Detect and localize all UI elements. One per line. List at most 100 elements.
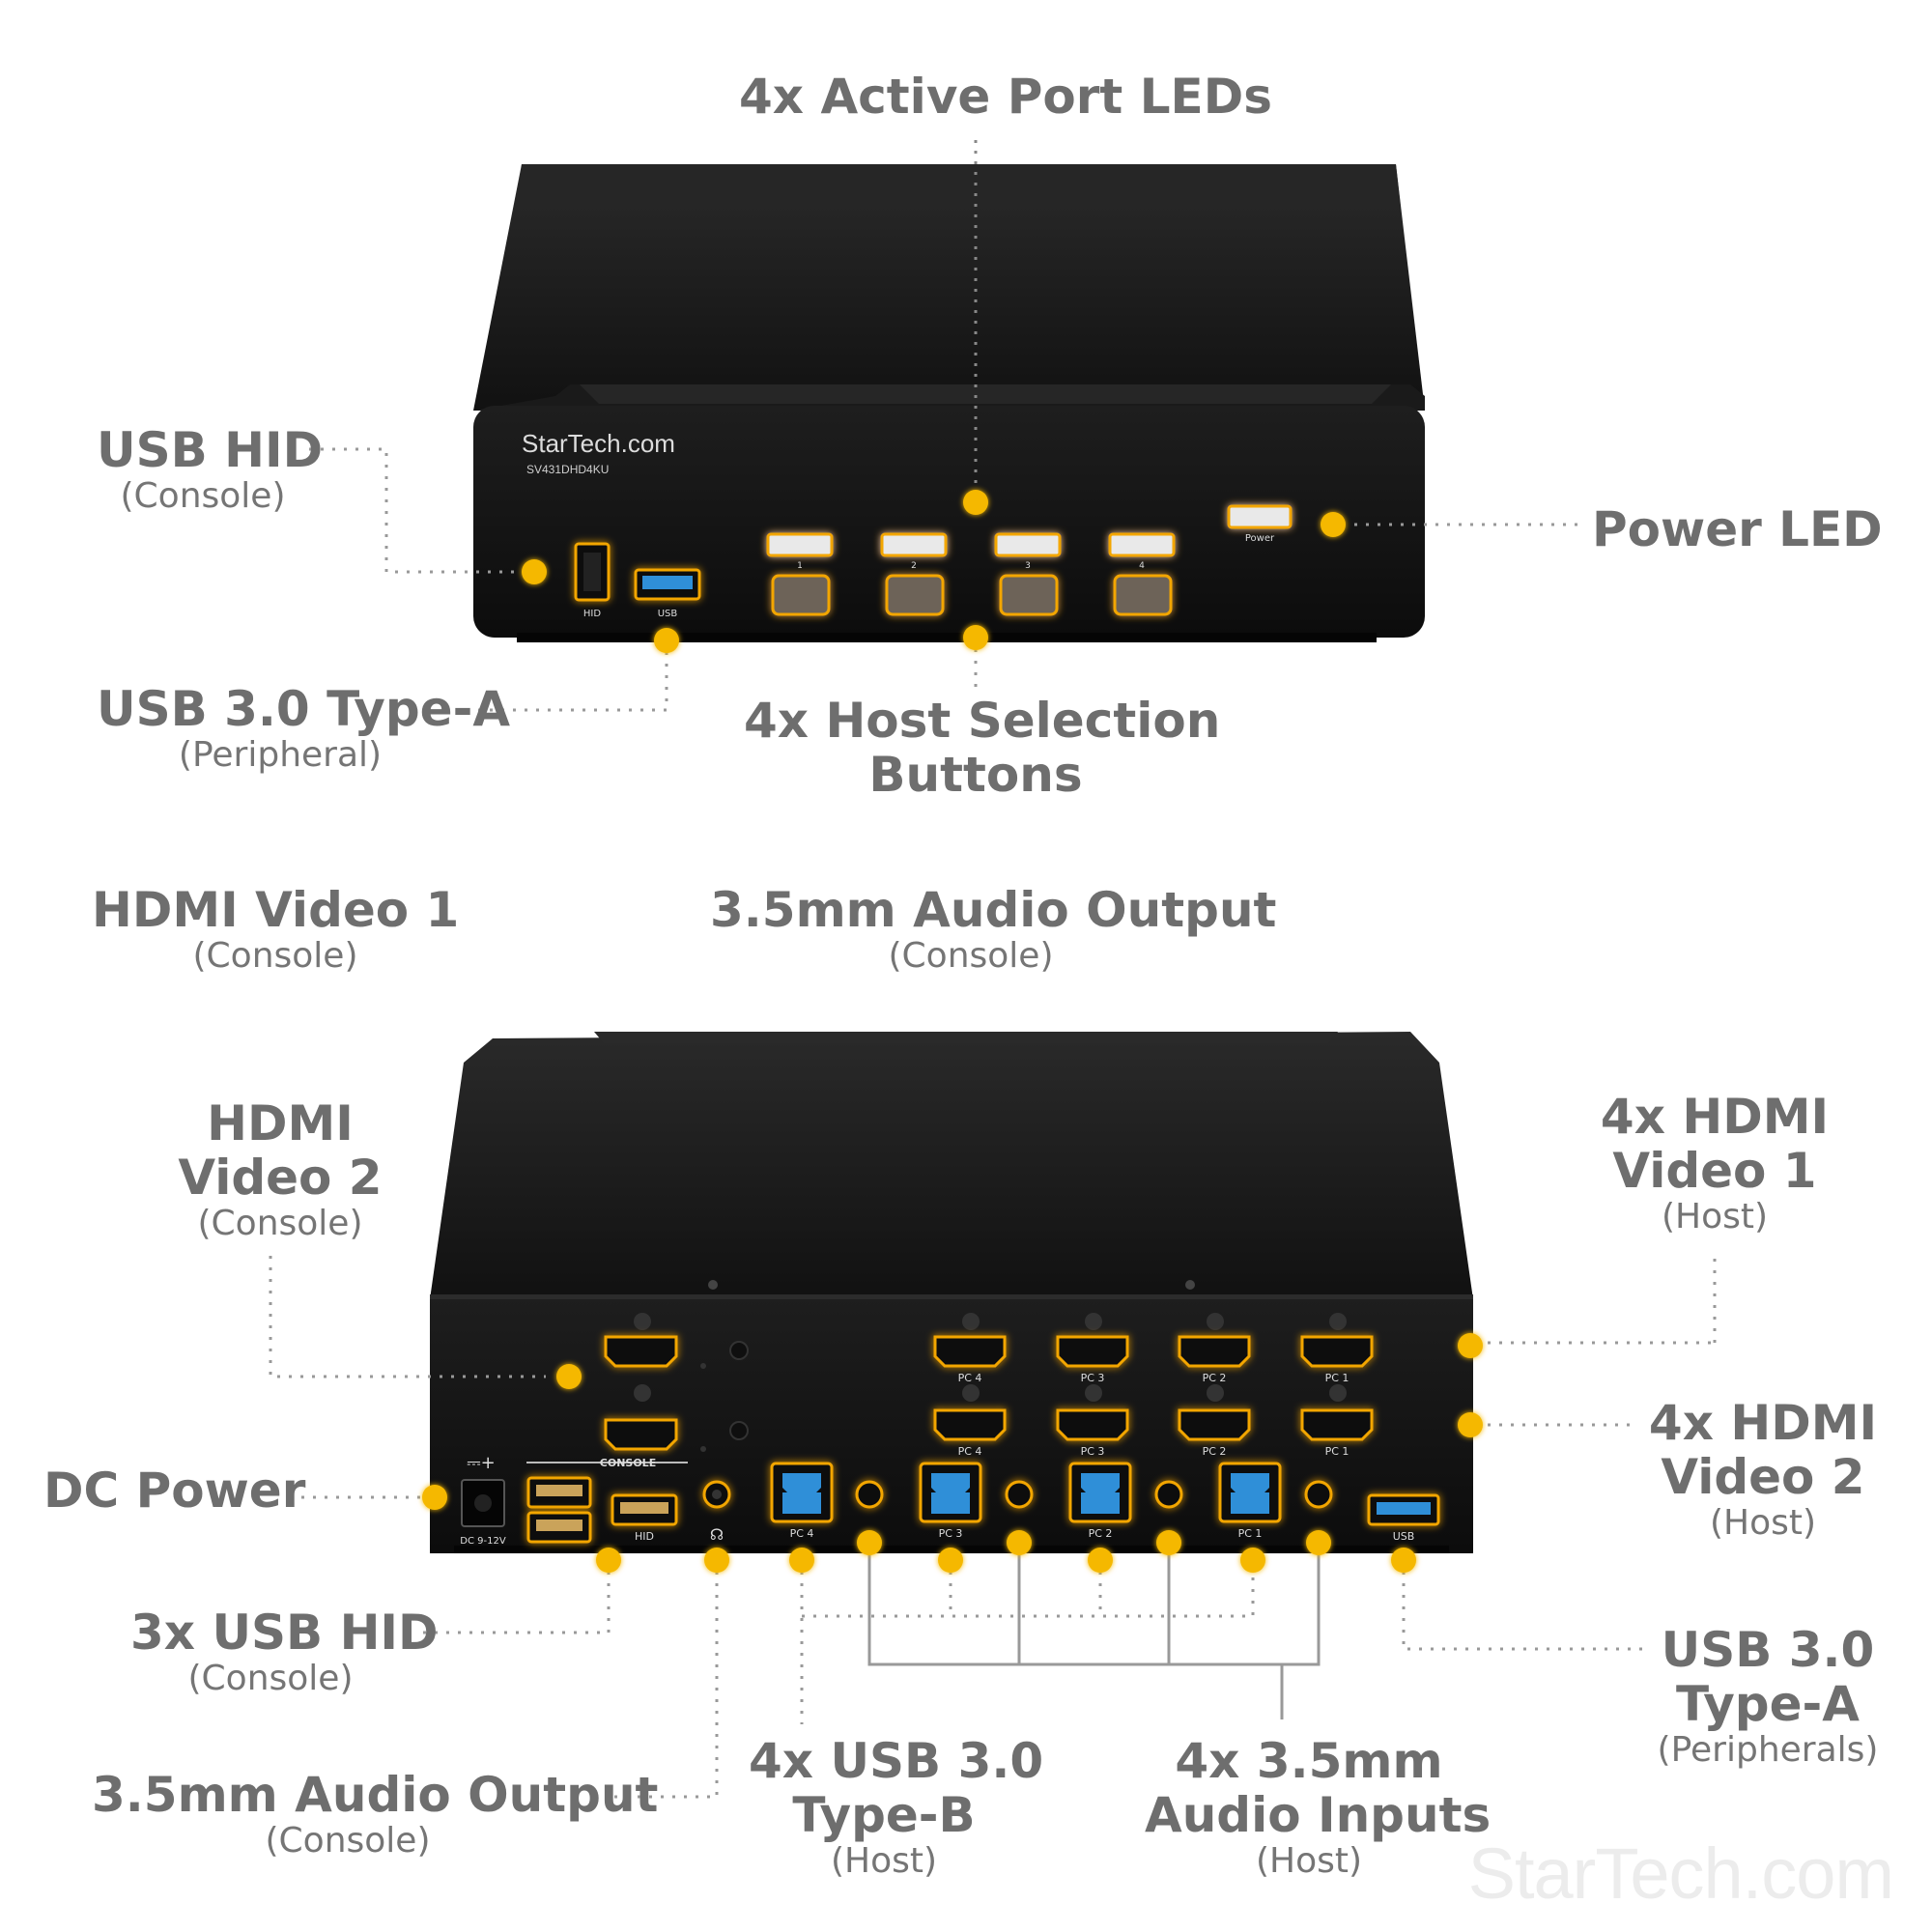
audio-in-pc2-jack[interactable] xyxy=(1154,1480,1183,1509)
label-hdmi1-console: HDMI Video 1 (Console) xyxy=(92,882,460,976)
brand-logo: StarTech.com xyxy=(522,429,675,458)
console-hdmi-ports xyxy=(604,1313,749,1452)
dc-label: DC 9-12V xyxy=(460,1536,506,1547)
label-usb30-rear: USB 3.0 Type-A (Peripherals) xyxy=(1657,1622,1879,1770)
dot-power-led xyxy=(1321,512,1346,537)
dot-audio-in-pc3 xyxy=(1007,1530,1032,1555)
power-led-label: Power xyxy=(1245,533,1275,544)
pc-label: PC 1 xyxy=(1238,1527,1263,1540)
dot-typeb-pc2 xyxy=(1088,1548,1113,1573)
host-hdmi-video1-ports: PC 4 PC 3 PC 2 PC 1 xyxy=(933,1313,1374,1384)
label-power-led: Power LED xyxy=(1592,501,1883,557)
pc-label: PC 4 xyxy=(790,1527,814,1540)
host-hdmi1-pc3-port[interactable] xyxy=(1056,1335,1129,1368)
label-hdmi2-console: HDMI Video 2 (Console) xyxy=(178,1095,383,1243)
dot-dc-power xyxy=(422,1485,447,1510)
label-hdmi2-host: 4x HDMI Video 2 (Host) xyxy=(1648,1395,1878,1543)
led-number-2: 2 xyxy=(911,561,917,571)
dot-hdmi2-host xyxy=(1458,1412,1483,1437)
audio-in-bracket xyxy=(867,1543,1321,1719)
label-usb-hid-rear: 3x USB HID (Console) xyxy=(130,1605,439,1698)
dot-audio-in-pc4 xyxy=(857,1530,882,1555)
port-label-usb: USB xyxy=(658,609,678,619)
dot-audio-in-pc1 xyxy=(1306,1530,1331,1555)
host-hdmi1-pc4-port[interactable] xyxy=(933,1335,1007,1368)
model-number: SV431DHD4KU xyxy=(526,463,609,476)
watermark-logo: StarTech.com xyxy=(1467,1833,1894,1914)
pc-label: PC 3 xyxy=(1081,1445,1105,1458)
pc-label: PC 1 xyxy=(1325,1372,1350,1384)
dot-usb-hid xyxy=(596,1548,621,1573)
active-port-led-1 xyxy=(766,532,834,557)
active-port-led-2 xyxy=(880,532,948,557)
dot-buttons xyxy=(963,625,988,650)
dot-usb-hid xyxy=(522,559,547,584)
rear-callout-dots xyxy=(422,1333,1483,1573)
dot-typeb-pc3 xyxy=(938,1548,963,1573)
label-audio-out-top: 3.5mm Audio Output (Console) xyxy=(710,882,1277,976)
dot-usb30 xyxy=(654,628,679,653)
host-hdmi2-pc2-port[interactable] xyxy=(1178,1408,1251,1441)
audio-in-pc4-jack[interactable] xyxy=(855,1480,884,1509)
host-button-2[interactable] xyxy=(885,574,945,616)
audio-in-pc3-jack[interactable] xyxy=(1005,1480,1034,1509)
dot-audio-in-pc2 xyxy=(1156,1530,1181,1555)
front-kvm-switch: StarTech.com SV431DHD4KU HID USB 1 2 3 4… xyxy=(473,140,1425,642)
pc-label: PC 2 xyxy=(1203,1445,1227,1458)
host-hdmi1-pc1-port[interactable] xyxy=(1300,1335,1374,1368)
front-callout-dots xyxy=(522,490,1346,653)
rear-kvm-switch: PC 4 PC 3 PC 2 PC 1 PC 4 PC 3 PC 2 PC 1 … xyxy=(430,1032,1473,1553)
led-number-4: 4 xyxy=(1139,561,1145,571)
headphones-icon: ☊ xyxy=(710,1525,724,1544)
led-number-1: 1 xyxy=(797,561,803,571)
pc-label: PC 3 xyxy=(939,1527,963,1540)
host-button-1[interactable] xyxy=(771,574,831,616)
power-led xyxy=(1227,504,1293,529)
dot-leds xyxy=(963,490,988,515)
pc-label: PC 3 xyxy=(1081,1372,1105,1384)
pc-label: PC 2 xyxy=(1203,1372,1227,1384)
dot-usb30-rear xyxy=(1391,1548,1416,1573)
dot-hdmi1-host xyxy=(1458,1333,1483,1358)
label-host-buttons: 4x Host Selection Buttons xyxy=(744,693,1221,803)
host-audio-input-jacks xyxy=(855,1480,1333,1509)
pc-label: PC 4 xyxy=(958,1445,982,1458)
front-leaders xyxy=(309,447,1584,712)
active-port-led-4 xyxy=(1108,532,1176,557)
pc-label: PC 1 xyxy=(1325,1445,1350,1458)
label-active-port-leds: 4x Active Port LEDs xyxy=(739,69,1272,125)
host-button-4[interactable] xyxy=(1113,574,1173,616)
dot-hdmi2-console xyxy=(556,1364,582,1389)
led-row: 1 2 3 4 xyxy=(766,532,1176,571)
label-usb-hid-front: USB HID (Console) xyxy=(97,422,324,516)
host-usb-typeb-ports: PC 4 PC 3 PC 2 PC 1 xyxy=(770,1462,1282,1540)
host-button-3[interactable] xyxy=(999,574,1059,616)
console-label: CONSOLE xyxy=(600,1457,656,1469)
dot-typeb-pc1 xyxy=(1240,1548,1265,1573)
label-audio-out-rear: 3.5mm Audio Output (Console) xyxy=(92,1767,659,1861)
dot-audio-out xyxy=(704,1548,729,1573)
host-hdmi2-pc4-port[interactable] xyxy=(933,1408,1007,1441)
pc-label: PC 2 xyxy=(1089,1527,1113,1540)
hid-label: HID xyxy=(635,1530,654,1543)
label-usb-typeb: 4x USB 3.0 Type-B (Host) xyxy=(749,1733,1044,1881)
console-hdmi-2-port[interactable] xyxy=(604,1418,678,1451)
audio-in-pc1-jack[interactable] xyxy=(1304,1480,1333,1509)
active-port-led-3 xyxy=(994,532,1062,557)
dc-polarity-icon: ⎓+ xyxy=(467,1453,495,1473)
host-hdmi1-pc2-port[interactable] xyxy=(1178,1335,1251,1368)
host-button-row xyxy=(771,574,1173,616)
rear-leaders xyxy=(269,1256,1717,1799)
host-hdmi2-pc3-port[interactable] xyxy=(1056,1408,1129,1441)
port-label-hid: HID xyxy=(583,609,601,619)
label-usb30-front: USB 3.0 Type-A (Peripheral) xyxy=(97,681,511,775)
label-dc-power: DC Power xyxy=(43,1463,306,1519)
label-audio-inputs: 4x 3.5mm Audio Inputs (Host) xyxy=(1145,1733,1492,1881)
usb-label: USB xyxy=(1393,1530,1415,1543)
host-hdmi2-pc1-port[interactable] xyxy=(1300,1408,1374,1441)
led-number-3: 3 xyxy=(1025,561,1031,571)
console-hdmi-1-port[interactable] xyxy=(604,1335,678,1368)
pc-label: PC 4 xyxy=(958,1372,982,1384)
